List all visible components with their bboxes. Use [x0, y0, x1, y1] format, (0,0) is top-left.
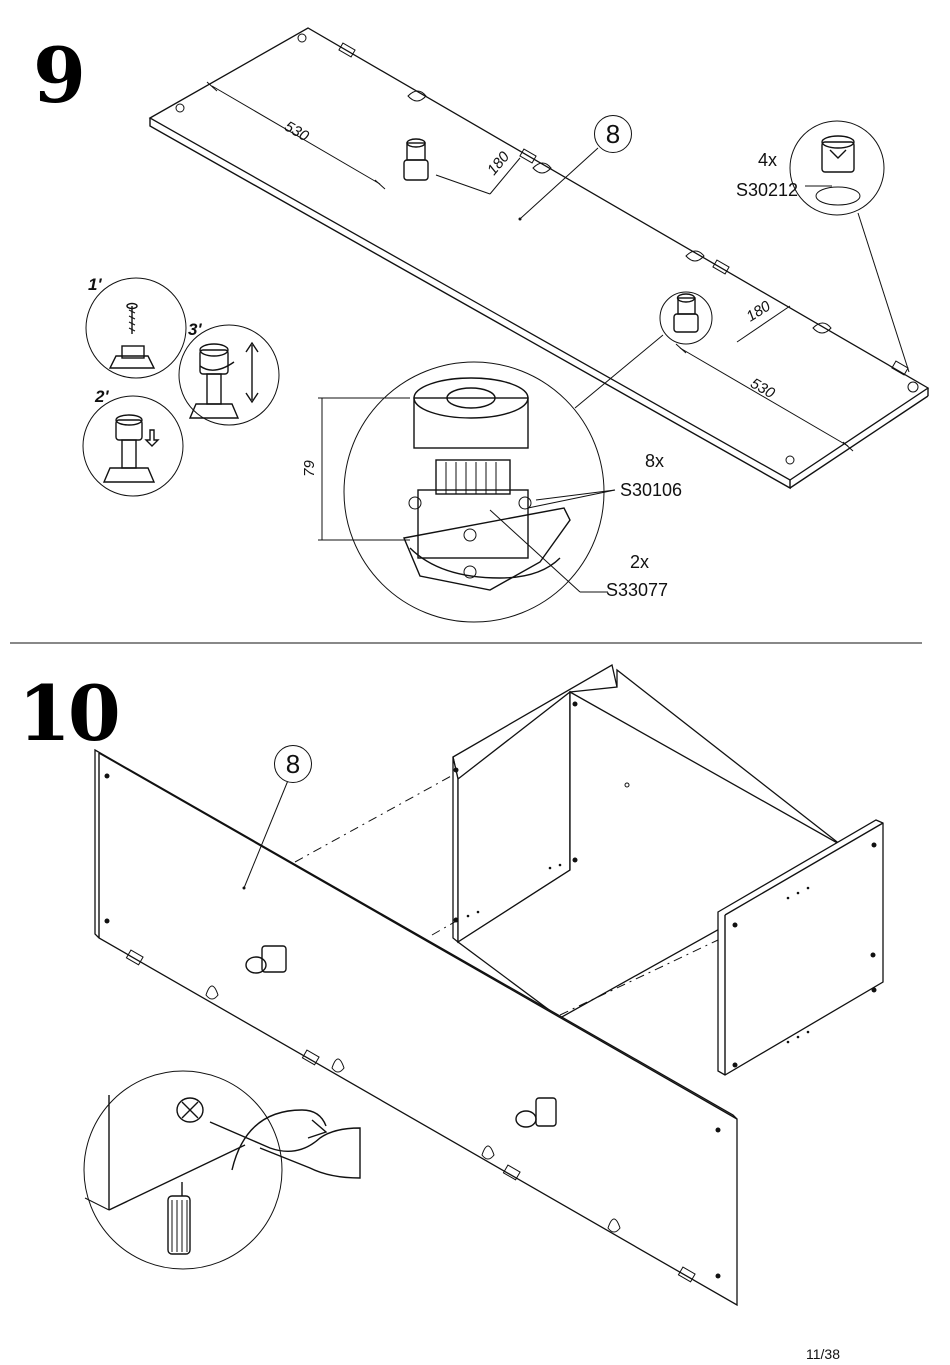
- detail-2-leveler-press: [102, 414, 160, 483]
- part-code-s30212: S30212: [736, 180, 799, 200]
- step-number-10: 10: [18, 669, 121, 758]
- page-number: 11/38: [806, 1346, 840, 1362]
- part-code-s33077: S33077: [606, 580, 669, 600]
- sub-step-2-label: 2': [95, 387, 109, 406]
- part-qty-s30106: 8x: [645, 451, 665, 471]
- sub-step-3-label: 3': [188, 320, 202, 339]
- step-number-9: 9: [33, 31, 86, 120]
- part-code-s30106: S30106: [620, 480, 683, 500]
- part-qty-s30212: 4x: [758, 150, 778, 170]
- detail-3-leveler-rotate: [188, 341, 259, 419]
- cam-tighten-detail: [84, 1095, 361, 1255]
- dimension-height-79: 79: [300, 460, 318, 477]
- part-callout-8-step10: 8: [274, 745, 312, 783]
- detail-1-screw: [108, 302, 156, 369]
- step9-panel-drawing: [82, 27, 930, 623]
- part-callout-8-step9: 8: [594, 115, 632, 153]
- part-qty-s33077: 2x: [630, 552, 650, 572]
- sub-step-1-label: 1': [88, 275, 102, 294]
- leveler-foot-large: [403, 377, 571, 591]
- step10-cabinet-drawing: [83, 663, 884, 1307]
